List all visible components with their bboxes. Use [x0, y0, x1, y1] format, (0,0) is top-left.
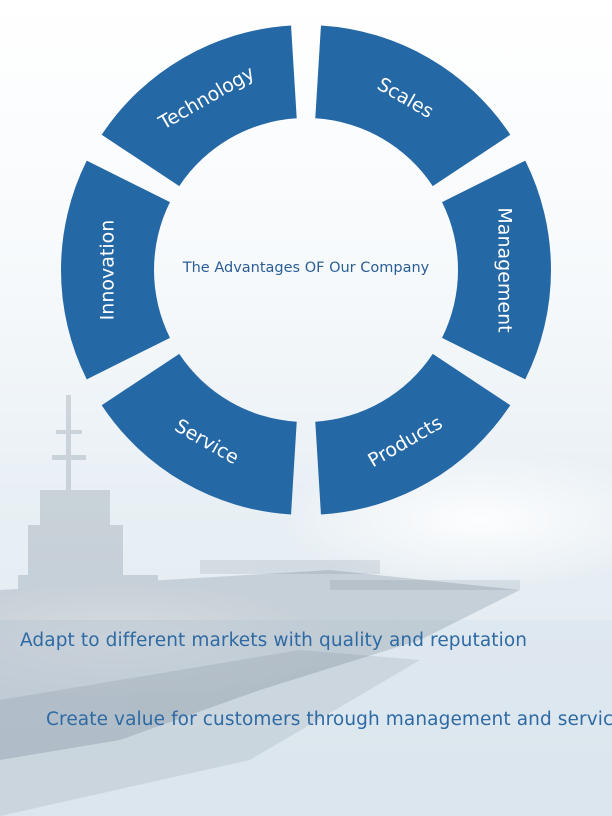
segment-scales — [315, 25, 511, 187]
center-title: The Advantages OF Our Company — [182, 260, 430, 276]
segment-label-innovation: Innovation — [97, 220, 119, 321]
segment-innovation — [60, 160, 170, 380]
segment-service — [101, 353, 297, 515]
segment-products — [315, 353, 511, 515]
segment-label-management: Management — [494, 207, 516, 332]
advantages-ring-diagram: ScalesManagementProductsServiceInnovatio… — [60, 25, 552, 515]
tagline-value: Create value for customers through manag… — [46, 709, 612, 730]
tagline-quality: Adapt to different markets with quality … — [20, 630, 528, 651]
segment-management — [442, 160, 552, 380]
ship-silhouette — [0, 395, 520, 760]
segment-technology — [101, 25, 297, 187]
